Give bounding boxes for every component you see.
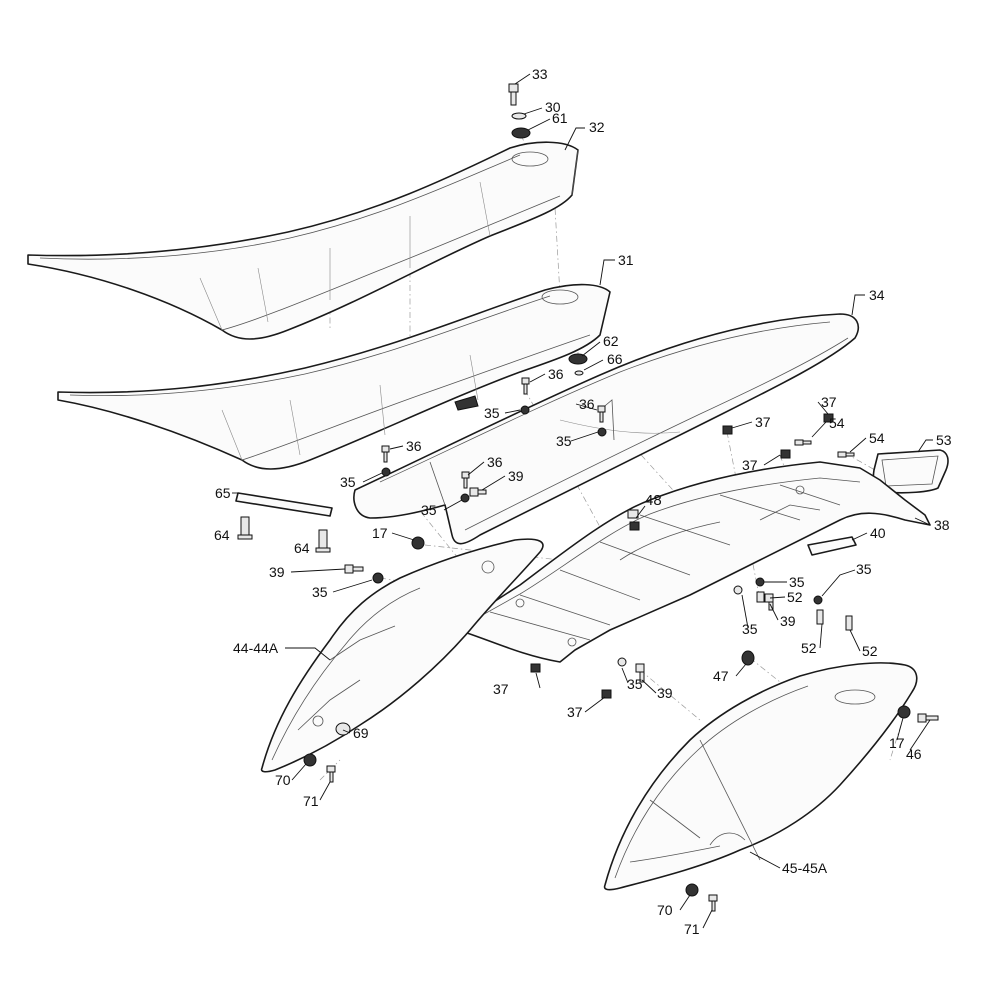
callout-37-e: 37 <box>567 704 583 720</box>
callout-39-a: 39 <box>508 468 524 484</box>
callout-37-a: 37 <box>821 394 837 410</box>
callout-70-a: 70 <box>275 772 291 788</box>
callout-31: 31 <box>618 252 634 268</box>
callout-35-f: 35 <box>789 574 805 590</box>
strip-65 <box>235 492 333 517</box>
callout-44-44A: 44-44A <box>233 640 279 656</box>
callout-32: 32 <box>589 119 605 135</box>
callout-62: 62 <box>603 333 619 349</box>
rear-frame <box>457 461 931 663</box>
callout-34: 34 <box>869 287 885 303</box>
callout-52-c: 52 <box>862 643 878 659</box>
callout-35-i: 35 <box>627 676 643 692</box>
callout-40: 40 <box>870 525 886 541</box>
callout-39-b: 39 <box>269 564 285 580</box>
callout-38: 38 <box>934 517 950 533</box>
callout-54-a: 54 <box>829 415 845 431</box>
callout-35-g: 35 <box>856 561 872 577</box>
callout-48: 48 <box>645 492 662 509</box>
callout-35-c: 35 <box>340 474 356 490</box>
callout-17-a: 17 <box>372 525 388 541</box>
callout-35-e: 35 <box>312 584 328 600</box>
side-panel-right <box>603 662 918 891</box>
callout-37-d: 37 <box>493 681 509 697</box>
callout-47: 47 <box>713 668 729 684</box>
callout-66: 66 <box>607 351 623 367</box>
callout-35-b: 35 <box>556 433 572 449</box>
callout-39-d: 39 <box>657 685 673 701</box>
leader-lines <box>232 73 933 929</box>
callout-69: 69 <box>353 725 369 741</box>
side-panel-left <box>260 538 544 773</box>
callout-64-b: 64 <box>294 540 310 556</box>
callout-71-a: 71 <box>303 793 319 809</box>
callout-45-45A: 45-45A <box>782 860 828 876</box>
callout-64-a: 64 <box>214 527 230 543</box>
callout-36-c: 36 <box>579 396 595 412</box>
callout-71-b: 71 <box>684 921 700 937</box>
seat-upper <box>27 141 579 340</box>
callout-labels: 33 30 61 32 31 34 62 66 36 36 35 36 35 3… <box>214 66 952 937</box>
tail-cover <box>353 313 859 545</box>
callout-37-c: 37 <box>742 457 758 473</box>
callout-70-b: 70 <box>657 902 673 918</box>
callout-52-b: 52 <box>801 640 817 656</box>
callout-36-b: 36 <box>406 438 422 454</box>
callout-36-d: 36 <box>487 454 503 470</box>
hardware <box>237 83 939 912</box>
callout-35-h: 35 <box>742 621 758 637</box>
callout-65: 65 <box>215 485 231 501</box>
callout-52-a: 52 <box>787 589 803 605</box>
callout-35-d: 35 <box>421 502 437 518</box>
callout-54-b: 54 <box>869 430 885 446</box>
callout-35-a: 35 <box>484 405 500 421</box>
callout-46: 46 <box>906 746 922 762</box>
callout-37-b: 37 <box>755 414 771 430</box>
callout-61: 61 <box>552 110 568 126</box>
callout-17-b: 17 <box>889 735 905 751</box>
callout-30: 30 <box>545 99 561 115</box>
bracket-40 <box>807 536 857 556</box>
callout-39-c: 39 <box>780 613 796 629</box>
callout-36-a: 36 <box>548 366 564 382</box>
callout-33: 33 <box>532 66 548 82</box>
seat-lower <box>57 283 611 470</box>
callout-53: 53 <box>936 432 952 448</box>
